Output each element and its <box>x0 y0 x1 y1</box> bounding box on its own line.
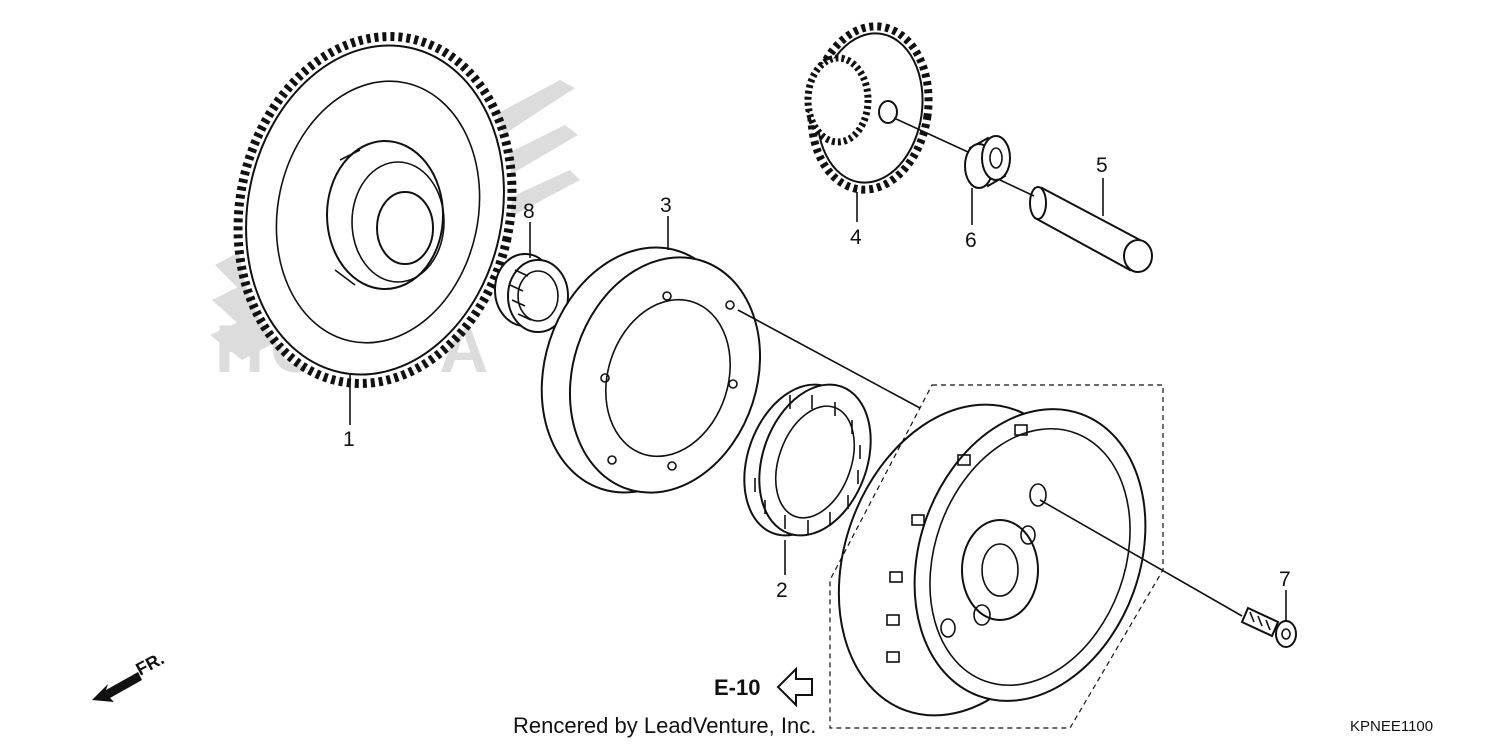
part-6-bushing <box>964 135 1011 189</box>
callout-6: 6 <box>965 229 977 252</box>
part-4-starter-reduction-gear <box>804 22 933 194</box>
callout-8: 8 <box>523 200 535 223</box>
diagram-code: KPNEE1100 <box>1350 718 1433 735</box>
front-direction-arrow-icon <box>92 672 142 702</box>
assembly-lines <box>737 117 1243 617</box>
credit-text: Rencered by LeadVenture, Inc. <box>513 713 816 738</box>
part-7-bolt <box>1240 606 1297 648</box>
reference-label: E-10 <box>714 675 760 700</box>
reference-pointer: E-10 <box>714 666 813 708</box>
callout-4: 4 <box>850 226 862 249</box>
callouts: 1 2 3 4 5 6 7 8 <box>343 154 1291 602</box>
part-8-needle-bearing <box>494 253 569 333</box>
callout-7: 7 <box>1279 568 1291 591</box>
reference-arrow-icon <box>776 666 813 708</box>
callout-5: 5 <box>1096 154 1108 177</box>
part-3-starter-clutch-outer <box>540 246 762 494</box>
callout-2: 2 <box>776 579 788 602</box>
leader-lines <box>349 178 1287 622</box>
callout-3: 3 <box>660 194 672 217</box>
part-5-shaft <box>1029 186 1153 273</box>
callout-1: 1 <box>343 428 355 451</box>
front-direction-indicator: FR. <box>92 648 167 702</box>
flywheel-assembly <box>837 403 1147 717</box>
part-1-starter-driven-gear <box>233 32 517 388</box>
part-2-one-way-clutch <box>743 383 872 537</box>
